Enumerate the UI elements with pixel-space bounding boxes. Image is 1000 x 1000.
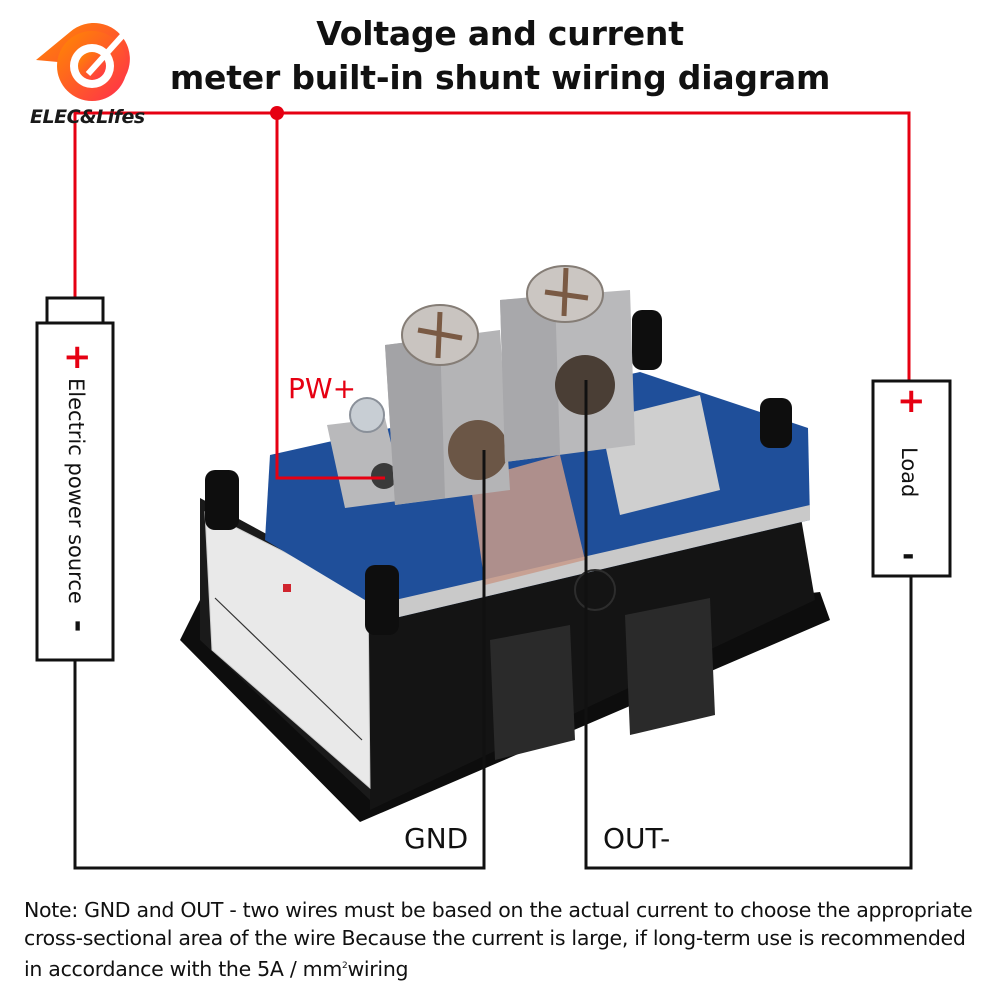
page-title-line2: meter built-in shunt wiring diagram: [169, 58, 831, 97]
power-source-minus: -: [61, 619, 97, 633]
negative-wire: [73, 380, 913, 870]
gnd-label: GND: [404, 822, 469, 855]
out-minus-label: OUT-: [603, 822, 671, 855]
power-source-box: [35, 296, 115, 662]
pw-terminal-block: [327, 397, 405, 508]
positive-wire: [73, 111, 911, 480]
load-label: Load: [897, 447, 921, 498]
out-terminal-block: [500, 265, 635, 462]
load-minus: -: [902, 538, 915, 573]
note-superscript: 2: [342, 961, 348, 971]
note-text-end: wiring: [347, 956, 409, 981]
load-box: [871, 379, 952, 578]
power-source-plus: +: [63, 337, 92, 377]
gnd-terminal-block: [385, 304, 510, 505]
load-plus: +: [897, 381, 926, 421]
power-source-label: Electric power source: [64, 378, 88, 604]
pw-plus-label: PW+: [288, 372, 357, 405]
page-title-line1: Voltage and current: [316, 14, 684, 53]
meter-device: [180, 265, 830, 822]
brand-name: ELEC&Lifes: [30, 106, 145, 128]
note-text: Note: GND and OUT - two wires must be ba…: [24, 898, 973, 981]
gauge-logo-icon: [36, 22, 130, 101]
wiring-note: Note: GND and OUT - two wires must be ba…: [24, 896, 984, 983]
junction-dot: [270, 106, 284, 120]
